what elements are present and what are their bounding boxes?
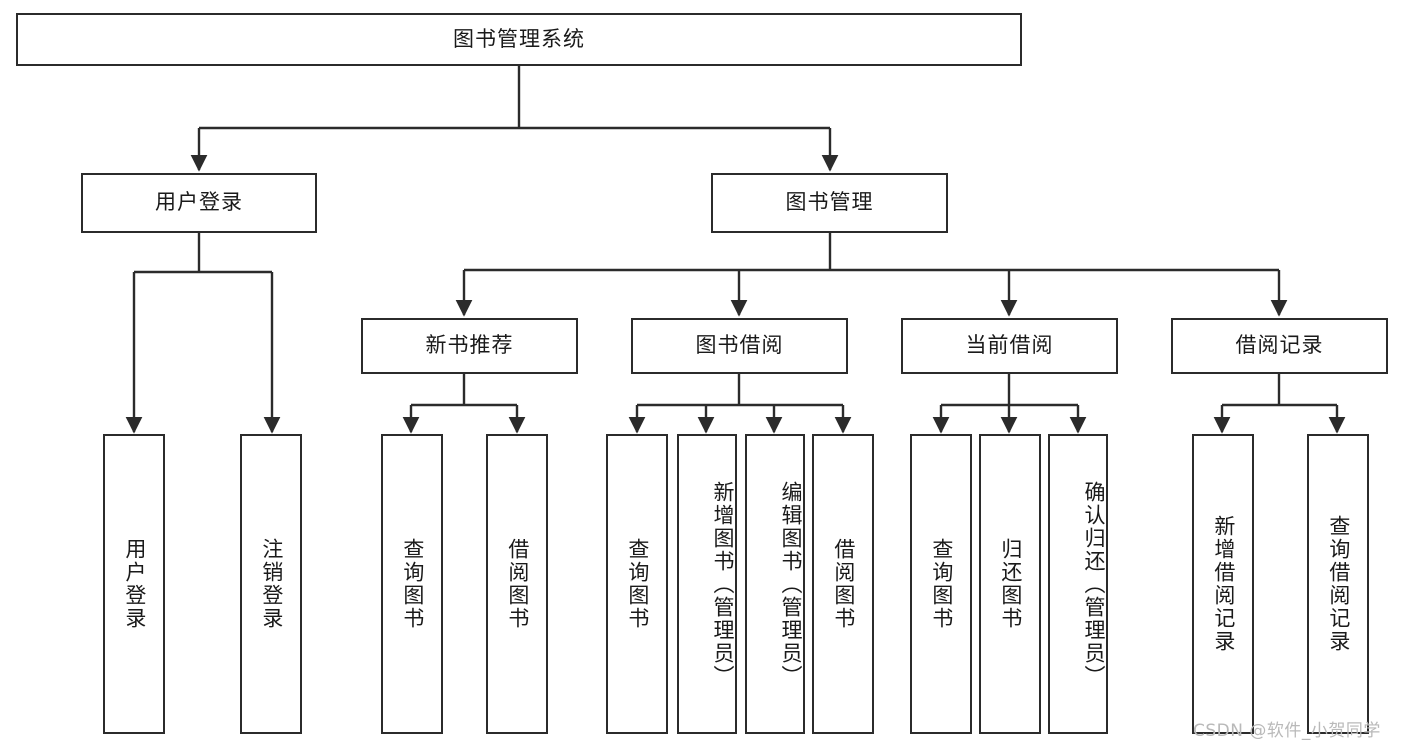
node-leaf-return-book-label: 归还图书 — [998, 538, 1023, 630]
node-new-book-recommend-label: 新书推荐 — [425, 333, 514, 358]
node-book-manage[interactable]: 图书管理 — [711, 173, 948, 233]
node-leaf-query-book-3[interactable]: 查询图书 — [910, 434, 972, 734]
node-leaf-query-borrow-record[interactable]: 查询借阅记录 — [1307, 434, 1369, 734]
node-book-borrow[interactable]: 图书借阅 — [631, 318, 848, 374]
csdn-watermark: CSDN @软件_小贺同学 — [1193, 721, 1381, 741]
node-new-book-recommend[interactable]: 新书推荐 — [361, 318, 578, 374]
node-leaf-query-borrow-record-label: 查询借阅记录 — [1326, 515, 1351, 653]
node-leaf-confirm-return-admin-label: 确认归还（管理员） — [1082, 480, 1106, 688]
node-leaf-user-login[interactable]: 用户登录 — [103, 434, 165, 734]
node-leaf-query-book-3-label: 查询图书 — [929, 538, 954, 630]
node-leaf-add-borrow-record-label: 新增借阅记录 — [1211, 515, 1236, 653]
node-user-login-label: 用户登录 — [155, 190, 243, 215]
node-leaf-edit-book-admin-label: 编辑图书（管理员） — [779, 480, 803, 688]
node-leaf-query-book-2-label: 查询图书 — [625, 538, 650, 630]
node-leaf-query-book-1-label: 查询图书 — [400, 538, 425, 630]
node-leaf-query-book-2[interactable]: 查询图书 — [606, 434, 668, 734]
node-current-borrow[interactable]: 当前借阅 — [901, 318, 1118, 374]
node-root-label: 图书管理系统 — [453, 26, 585, 51]
node-user-login[interactable]: 用户登录 — [81, 173, 317, 233]
node-leaf-return-book[interactable]: 归还图书 — [979, 434, 1041, 734]
node-leaf-confirm-return-admin[interactable]: 确认归还（管理员） — [1048, 434, 1108, 734]
node-leaf-borrow-book-1[interactable]: 借阅图书 — [486, 434, 548, 734]
node-book-borrow-label: 图书借阅 — [695, 333, 784, 358]
node-leaf-borrow-book-2-label: 借阅图书 — [831, 538, 856, 630]
node-leaf-add-book-admin-label: 新增图书（管理员） — [711, 480, 735, 688]
node-leaf-add-borrow-record[interactable]: 新增借阅记录 — [1192, 434, 1254, 734]
node-book-manage-label: 图书管理 — [785, 190, 874, 215]
node-current-borrow-label: 当前借阅 — [965, 333, 1054, 358]
node-leaf-logout-login-label: 注销登录 — [259, 538, 284, 630]
node-leaf-borrow-book-1-label: 借阅图书 — [505, 538, 530, 630]
node-leaf-user-login-label: 用户登录 — [122, 538, 147, 630]
node-root[interactable]: 图书管理系统 — [16, 13, 1022, 66]
node-leaf-borrow-book-2[interactable]: 借阅图书 — [812, 434, 874, 734]
node-leaf-add-book-admin[interactable]: 新增图书（管理员） — [677, 434, 737, 734]
node-leaf-query-book-1[interactable]: 查询图书 — [381, 434, 443, 734]
node-borrow-record-label: 借阅记录 — [1235, 333, 1324, 358]
node-borrow-record[interactable]: 借阅记录 — [1171, 318, 1388, 374]
node-leaf-edit-book-admin[interactable]: 编辑图书（管理员） — [745, 434, 805, 734]
node-leaf-logout-login[interactable]: 注销登录 — [240, 434, 302, 734]
